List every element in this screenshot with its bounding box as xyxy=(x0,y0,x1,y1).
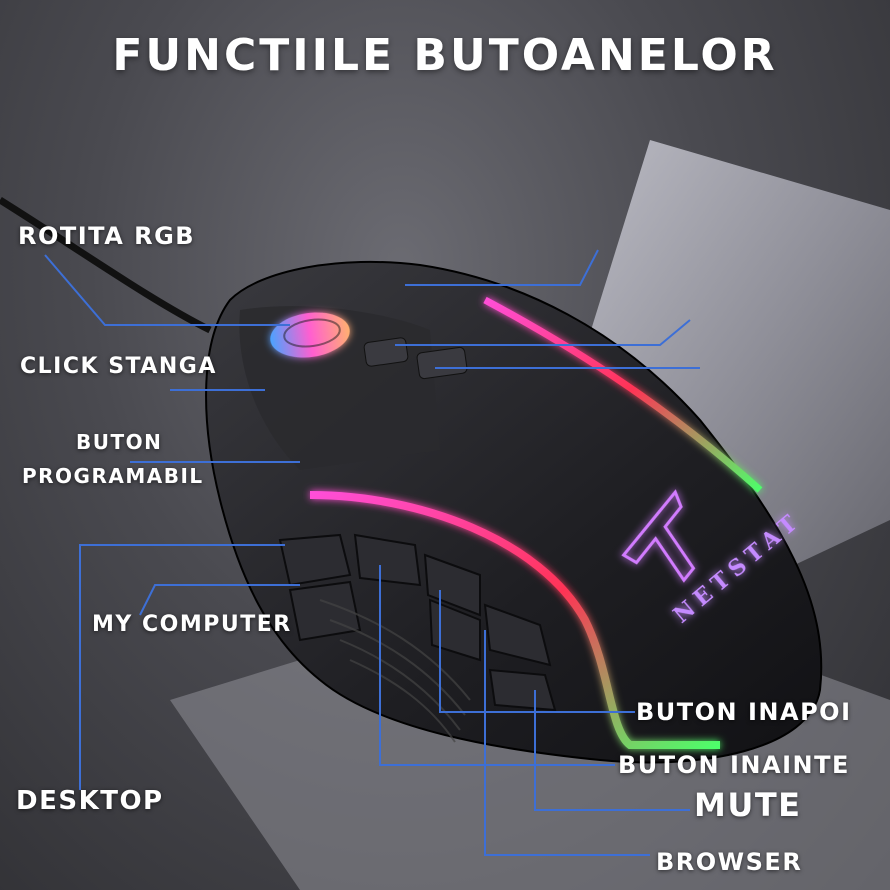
callout-line-desktop xyxy=(79,544,285,790)
callout-line-inainte xyxy=(379,565,615,766)
callout-line-inapoi xyxy=(439,590,635,713)
label-buton-programabil-1: BUTON xyxy=(76,430,163,454)
grip-texture xyxy=(319,599,471,743)
mouse-cable xyxy=(0,197,212,334)
callout-lines xyxy=(44,249,700,856)
callout-line-top2 xyxy=(395,319,691,346)
callout-line-mycomp xyxy=(139,584,300,616)
dpi-button-2 xyxy=(416,346,468,380)
rgb-strip-side xyxy=(309,491,720,749)
label-my-computer: MY COMPUTER xyxy=(92,612,292,637)
label-desktop: DESKTOP xyxy=(16,786,164,816)
label-click-stanga: CLICK STANGA xyxy=(20,354,217,379)
label-browser: BROWSER xyxy=(656,848,803,876)
label-buton-inainte: BUTON INAINTE xyxy=(618,751,850,779)
label-buton-inapoi: BUTON INAPOI xyxy=(636,698,852,726)
scroll-wheel xyxy=(270,312,350,358)
rgb-strip-top xyxy=(483,296,763,493)
callout-line-mute xyxy=(534,690,690,811)
label-rotita-rgb: ROTITA RGB xyxy=(18,222,196,250)
label-buton-programabil-2: PROGRAMABIL xyxy=(22,464,204,488)
label-mute: MUTE xyxy=(694,786,802,824)
callout-line-rotita xyxy=(44,254,290,326)
callout-line-top1 xyxy=(405,249,599,286)
page-title: FUNCTIILE BUTOANELOR xyxy=(112,30,778,81)
dpi-button-1 xyxy=(363,337,409,367)
callout-line-browser xyxy=(484,630,650,856)
